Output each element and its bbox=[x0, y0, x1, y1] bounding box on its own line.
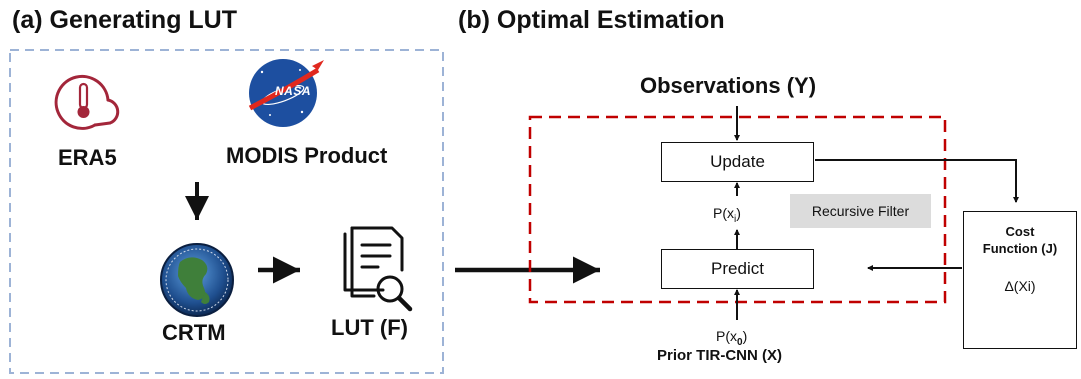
era5-icon bbox=[54, 74, 120, 130]
p-x0-label: P(x0) bbox=[716, 328, 748, 348]
recursive-filter-label: Recursive Filter bbox=[811, 203, 910, 219]
crtm-label: CRTM bbox=[162, 320, 226, 345]
nasa-logo bbox=[248, 59, 324, 127]
lut-label: LUT (F) bbox=[331, 315, 408, 340]
recursive-filter-background bbox=[790, 194, 931, 228]
update-label: Update bbox=[710, 152, 765, 171]
panel-b-title: (b) Optimal Estimation bbox=[458, 6, 725, 34]
cost-function-box: Cost Function (J) Δ(Xi) bbox=[963, 211, 1077, 349]
crtm-globe-icon bbox=[160, 243, 234, 317]
prior-tir-cnn-label: Prior TIR-CNN (X) bbox=[657, 347, 782, 364]
cost-function-line2: Function (J) bbox=[982, 241, 1058, 256]
cost-function-line1: Cost bbox=[1005, 224, 1035, 239]
panel-a-title: (a) Generating LUT bbox=[12, 6, 238, 34]
arrow-update-to-cost bbox=[815, 159, 1019, 203]
modis-product-label: MODIS Product bbox=[226, 143, 388, 168]
delta-xi-label: Δ(Xi) bbox=[1004, 278, 1036, 294]
p-xi-label: P(xi) bbox=[713, 205, 741, 225]
predict-box: Predict bbox=[661, 249, 814, 289]
lut-document-icon bbox=[343, 226, 413, 312]
panel-a-border bbox=[9, 49, 444, 374]
nasa-logo-text: NASA bbox=[275, 84, 312, 98]
observations-label: Observations (Y) bbox=[640, 73, 817, 98]
update-box: Update bbox=[661, 142, 814, 182]
predict-label: Predict bbox=[711, 259, 764, 278]
era5-label: ERA5 bbox=[58, 145, 117, 170]
